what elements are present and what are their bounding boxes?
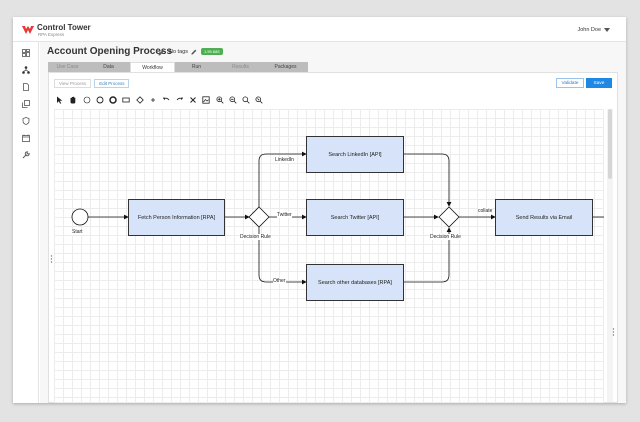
page-title: Account Opening Process — [47, 46, 173, 57]
sidebar-item-copies[interactable] — [21, 99, 31, 109]
redo-icon — [176, 97, 183, 101]
pointer-icon — [57, 96, 63, 104]
redo-button[interactable] — [175, 95, 185, 105]
edit-title-icon[interactable] — [158, 49, 165, 56]
undo-icon — [163, 97, 170, 101]
edge-label-collate: collate — [478, 208, 493, 214]
edge-label-twitter: Twitter — [277, 212, 292, 218]
zoom-out-button[interactable] — [228, 95, 238, 105]
zoom-out-icon — [229, 96, 237, 104]
rectangle-icon — [122, 97, 131, 103]
zoom-in-icon — [216, 96, 224, 104]
image-tool[interactable] — [201, 95, 211, 105]
plus-icon — [151, 98, 156, 102]
sidebar-item-tools[interactable] — [21, 150, 31, 160]
top-bar: Control Tower RPA Express John Doe — [13, 17, 626, 42]
bold-circle-tool[interactable] — [108, 95, 118, 105]
tab-data[interactable]: Data — [87, 62, 130, 72]
undo-button[interactable] — [161, 95, 171, 105]
hand-icon — [70, 96, 76, 104]
zoom-fit-icon — [242, 96, 250, 104]
chevron-down-icon — [604, 28, 610, 32]
document-icon — [23, 83, 29, 91]
diagram-toolbar — [55, 95, 264, 105]
search-other-node[interactable]: Search other databases [RPA] — [306, 264, 404, 301]
diagram-canvas[interactable]: Start Fetch Person Information [RPA] Dec… — [54, 109, 604, 402]
view-process-tab[interactable]: View Process — [54, 79, 92, 88]
workflow-panel: View Process Edit Process Validate Save — [48, 72, 618, 403]
sidebar-item-dashboard[interactable] — [21, 48, 31, 58]
canvas-scroll-thumb[interactable] — [608, 109, 612, 179]
validate-button[interactable]: Validate — [556, 78, 584, 88]
edge-label-linkedin: LinkedIn — [275, 157, 294, 163]
search-linkedin-node[interactable]: Search LinkedIn [API] — [306, 136, 404, 173]
pointer-tool[interactable] — [55, 95, 65, 105]
sidebar-item-calendar[interactable] — [21, 133, 31, 143]
search-twitter-node[interactable]: Search Twitter [API] — [306, 199, 404, 236]
ellipse-tool[interactable] — [82, 95, 92, 105]
zoom-reset-icon — [255, 96, 264, 104]
left-resize-handle-icon[interactable] — [50, 255, 53, 263]
hand-tool[interactable] — [68, 95, 78, 105]
start-event[interactable] — [71, 208, 89, 226]
bold-circle-icon — [109, 96, 117, 104]
edge-label-other: Other — [273, 278, 286, 284]
mode-switch: View Process Edit Process — [54, 79, 130, 88]
zoom-fit-button[interactable] — [241, 95, 251, 105]
zoom-in-button[interactable] — [215, 95, 225, 105]
main-content: Account Opening Process No tags 1.59.685… — [40, 42, 626, 403]
wrench-icon — [22, 151, 30, 159]
sidebar-item-documents[interactable] — [21, 82, 31, 92]
status-badge: 1.59.685 — [201, 48, 223, 55]
calendar-icon — [22, 134, 30, 142]
edit-process-tab[interactable]: Edit Process — [94, 79, 130, 88]
edit-tags-icon[interactable] — [191, 49, 197, 55]
rectangle-tool[interactable] — [121, 95, 131, 105]
sidebar-item-workflow[interactable] — [21, 65, 31, 75]
workflow-icon — [22, 66, 30, 74]
right-resize-handle-icon[interactable] — [612, 328, 615, 336]
sidebar-item-security[interactable] — [21, 116, 31, 126]
image-icon — [202, 96, 210, 104]
brand-title: Control Tower — [37, 23, 91, 32]
tab-packages[interactable]: Packages — [263, 62, 308, 72]
user-menu[interactable]: John Doe — [577, 27, 610, 33]
circle-tool[interactable] — [95, 95, 105, 105]
canvas-vertical-scrollbar[interactable] — [607, 109, 613, 402]
diamond-icon — [136, 96, 144, 104]
tags-text: No tags — [169, 49, 188, 55]
canvas-horizontal-scrollbar[interactable] — [54, 402, 604, 403]
tab-workflow[interactable]: Workflow — [130, 62, 175, 72]
copy-icon — [22, 100, 30, 108]
sidebar — [13, 42, 39, 403]
ellipse-outline-icon — [83, 96, 90, 104]
circle-icon — [96, 96, 104, 104]
user-name: John Doe — [577, 27, 601, 33]
tab-results[interactable]: Results — [218, 62, 263, 72]
zoom-reset-button[interactable] — [254, 95, 264, 105]
start-label: Start — [72, 229, 83, 235]
send-results-node[interactable]: Send Results via Email — [495, 199, 593, 236]
delete-button[interactable] — [188, 95, 198, 105]
decision-1-label: Decision Rule — [240, 234, 271, 240]
decision-gateway-1[interactable] — [248, 206, 270, 228]
shield-icon — [22, 117, 30, 125]
tab-use-case[interactable]: Use Case — [48, 62, 87, 72]
tab-bar: Use Case Data Workflow Run Results Packa… — [48, 62, 308, 72]
delete-icon — [190, 97, 196, 103]
decision-gateway-2[interactable] — [438, 206, 460, 228]
diamond-tool[interactable] — [135, 95, 145, 105]
save-button[interactable]: Save — [586, 78, 612, 88]
brand-subtitle: RPA Express — [38, 32, 65, 37]
tab-run[interactable]: Run — [175, 62, 218, 72]
diagram-connectors — [71, 151, 604, 285]
add-tool[interactable] — [148, 95, 158, 105]
dashboard-icon — [22, 49, 30, 57]
decision-2-label: Decision Rule — [430, 234, 461, 240]
app-window: Control Tower RPA Express John Doe — [13, 17, 626, 403]
brand-logo-icon — [22, 26, 34, 34]
fetch-person-node[interactable]: Fetch Person Information [RPA] — [128, 199, 225, 236]
